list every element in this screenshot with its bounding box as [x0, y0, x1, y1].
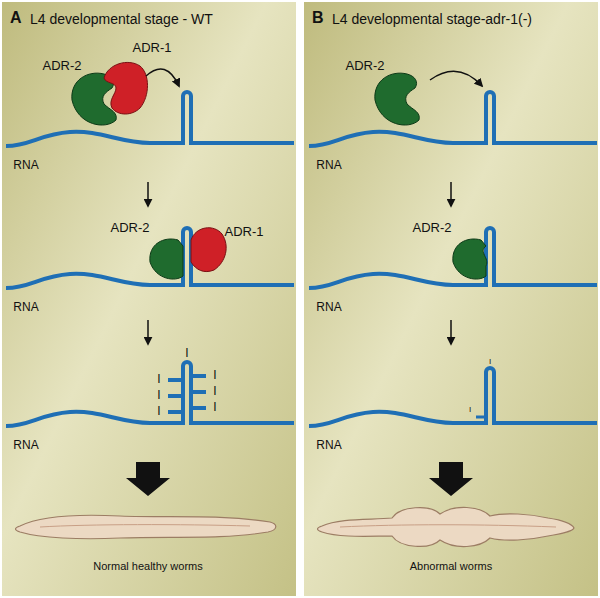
- result-arrow: [126, 462, 170, 496]
- adr-2-protein: [453, 239, 487, 279]
- art-line: [191, 390, 206, 394]
- protein-label: ADR-2: [42, 59, 81, 73]
- panel-b-art: [309, 71, 597, 546]
- rna-label: RNA: [316, 159, 341, 172]
- adr-1-protein: [191, 228, 226, 272]
- inosine-mark: I: [213, 385, 216, 398]
- protein-label: ADR-2: [412, 221, 451, 235]
- art-line: [191, 374, 206, 378]
- binding-arrow: [430, 71, 482, 86]
- rna-strand: [6, 362, 294, 426]
- caption-label: Normal healthy worms: [93, 560, 202, 572]
- inosine-branches: [168, 376, 206, 412]
- art-line: [168, 378, 183, 382]
- panel-a-art: [6, 62, 294, 538]
- adr-1-protein: [104, 62, 148, 114]
- worm-abnormal: [318, 507, 575, 546]
- step-arrow: [147, 320, 149, 344]
- worm-gut: [340, 525, 556, 527]
- art-line: [191, 406, 206, 410]
- rna-label: RNA: [316, 439, 341, 452]
- panel: A L4 developmental stage - WT: [2, 2, 296, 596]
- adr-2-protein: [150, 239, 183, 279]
- rna-label: RNA: [13, 301, 38, 314]
- rna-label: RNA: [13, 159, 38, 172]
- rna-label: RNA: [13, 439, 38, 452]
- inosine-mark: I: [489, 358, 491, 367]
- step-arrow: [450, 182, 452, 206]
- inosine-mark: I: [157, 405, 160, 418]
- inosine-mark: I: [157, 389, 160, 402]
- binding-arrow: [146, 69, 179, 86]
- result-arrow: [429, 462, 473, 496]
- inosine-mark: I: [213, 401, 216, 414]
- panel-ground: [2, 2, 296, 596]
- protein-label: ADR-2: [110, 221, 149, 235]
- adr-2-protein: [375, 73, 419, 125]
- inosine-mark: I: [213, 369, 216, 382]
- inosine-branch: [476, 416, 486, 419]
- panel: B L4 developmental stage-adr-1(-): [304, 2, 598, 596]
- caption-label: Abnormal worms: [410, 560, 493, 572]
- worm: [16, 515, 276, 538]
- panel-title: L4 developmental stage - WT: [30, 11, 213, 27]
- panel-letter: B: [312, 9, 324, 27]
- worm-gut: [40, 525, 250, 527]
- panel-ground: [304, 2, 598, 596]
- rna-label: RNA: [316, 301, 341, 314]
- protein-label: ADR-1: [224, 225, 263, 239]
- inosine-mark: I: [469, 406, 471, 415]
- panel-letter: A: [10, 9, 22, 27]
- art-line: [168, 394, 183, 398]
- protein-label: ADR-1: [132, 41, 171, 55]
- art-line: [168, 410, 183, 414]
- inosine-mark: I: [185, 347, 188, 360]
- rna-strand: [309, 228, 597, 288]
- rna-strand: [309, 92, 597, 146]
- panel-title: L4 developmental stage-adr-1(-): [332, 11, 532, 27]
- inosine-mark: I: [157, 373, 160, 386]
- step-arrow: [450, 320, 452, 344]
- rna-strand: [309, 368, 597, 426]
- rna-strand: [6, 92, 294, 146]
- protein-label: ADR-2: [345, 59, 384, 73]
- step-arrow: [147, 182, 149, 206]
